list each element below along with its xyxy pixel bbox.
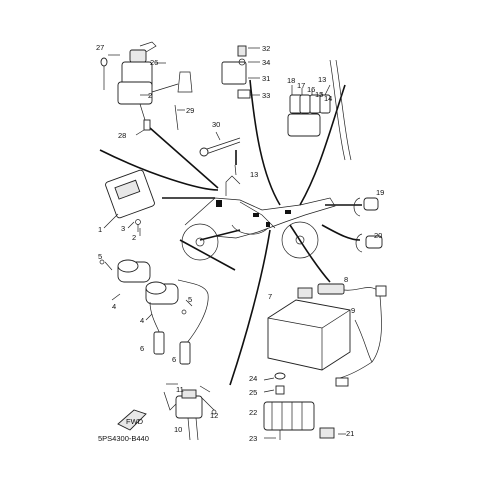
relay-bracket-assembly xyxy=(221,45,260,99)
ecu-assembly xyxy=(103,169,155,236)
starter-relay-assembly xyxy=(163,383,217,441)
callout-13-mid: 13 xyxy=(250,170,258,179)
callout-10: 10 xyxy=(174,425,182,434)
callout-19: 19 xyxy=(376,188,384,197)
main-switch-assembly xyxy=(100,41,193,136)
callout-7: 7 xyxy=(268,292,272,301)
callout-16: 16 xyxy=(307,85,315,94)
callout-26: 26 xyxy=(150,58,158,67)
callout-24: 24 xyxy=(249,374,257,383)
callout-4-left: 4 xyxy=(112,302,116,311)
sensor-lead-assembly xyxy=(199,131,241,157)
relay-fuse-assembly xyxy=(287,59,352,161)
callout-17: 17 xyxy=(297,81,305,90)
fwd-arrow-icon: FWD xyxy=(117,409,147,431)
callout-13-top: 13 xyxy=(318,75,326,84)
ignition-coil-assembly xyxy=(99,259,209,365)
callout-30: 30 xyxy=(212,120,220,129)
callout-5-left: 5 xyxy=(98,252,102,261)
callout-25: 25 xyxy=(249,388,257,397)
group-leader-lines xyxy=(99,79,362,386)
callout-31: 31 xyxy=(262,74,270,83)
callout-14: 14 xyxy=(324,94,332,103)
callout-6-right: 6 xyxy=(172,355,176,364)
callout-12: 12 xyxy=(210,411,218,420)
callout-4-right: 4 xyxy=(140,316,144,325)
callout-5-right: 5 xyxy=(188,295,192,304)
callout-28: 28 xyxy=(118,131,126,140)
callout-20: 20 xyxy=(374,231,382,240)
fwd-label: FWD xyxy=(126,417,144,426)
callout-27: 27 xyxy=(96,43,104,52)
callout-6-left: 6 xyxy=(140,344,144,353)
callout-23: 23 xyxy=(249,434,257,443)
callout-34: 34 xyxy=(262,58,270,67)
callout-3: 3 xyxy=(121,224,125,233)
sensor-19-20 xyxy=(353,197,383,253)
callout-labels: 27 26 2 28 29 32 34 31 33 18 17 16 15 13… xyxy=(96,43,384,443)
motorcycle-outline xyxy=(181,175,336,261)
battery-assembly xyxy=(267,283,387,387)
callout-21: 21 xyxy=(346,429,354,438)
callout-1: 1 xyxy=(98,225,102,234)
callout-2-ecu: 2 xyxy=(132,233,136,242)
callout-22: 22 xyxy=(249,408,257,417)
rectifier-assembly xyxy=(263,372,346,440)
callout-18: 18 xyxy=(287,76,295,85)
callout-9: 9 xyxy=(351,306,355,315)
callout-2: 2 xyxy=(148,91,152,100)
callout-33: 33 xyxy=(262,91,270,100)
diagram-code: 5PS4300-B440 xyxy=(98,434,149,443)
callout-8: 8 xyxy=(344,275,348,284)
callout-15: 15 xyxy=(315,90,323,99)
callout-32: 32 xyxy=(262,44,270,53)
diagram-lines xyxy=(234,164,237,176)
callout-29: 29 xyxy=(186,106,194,115)
callout-11: 11 xyxy=(176,385,184,394)
